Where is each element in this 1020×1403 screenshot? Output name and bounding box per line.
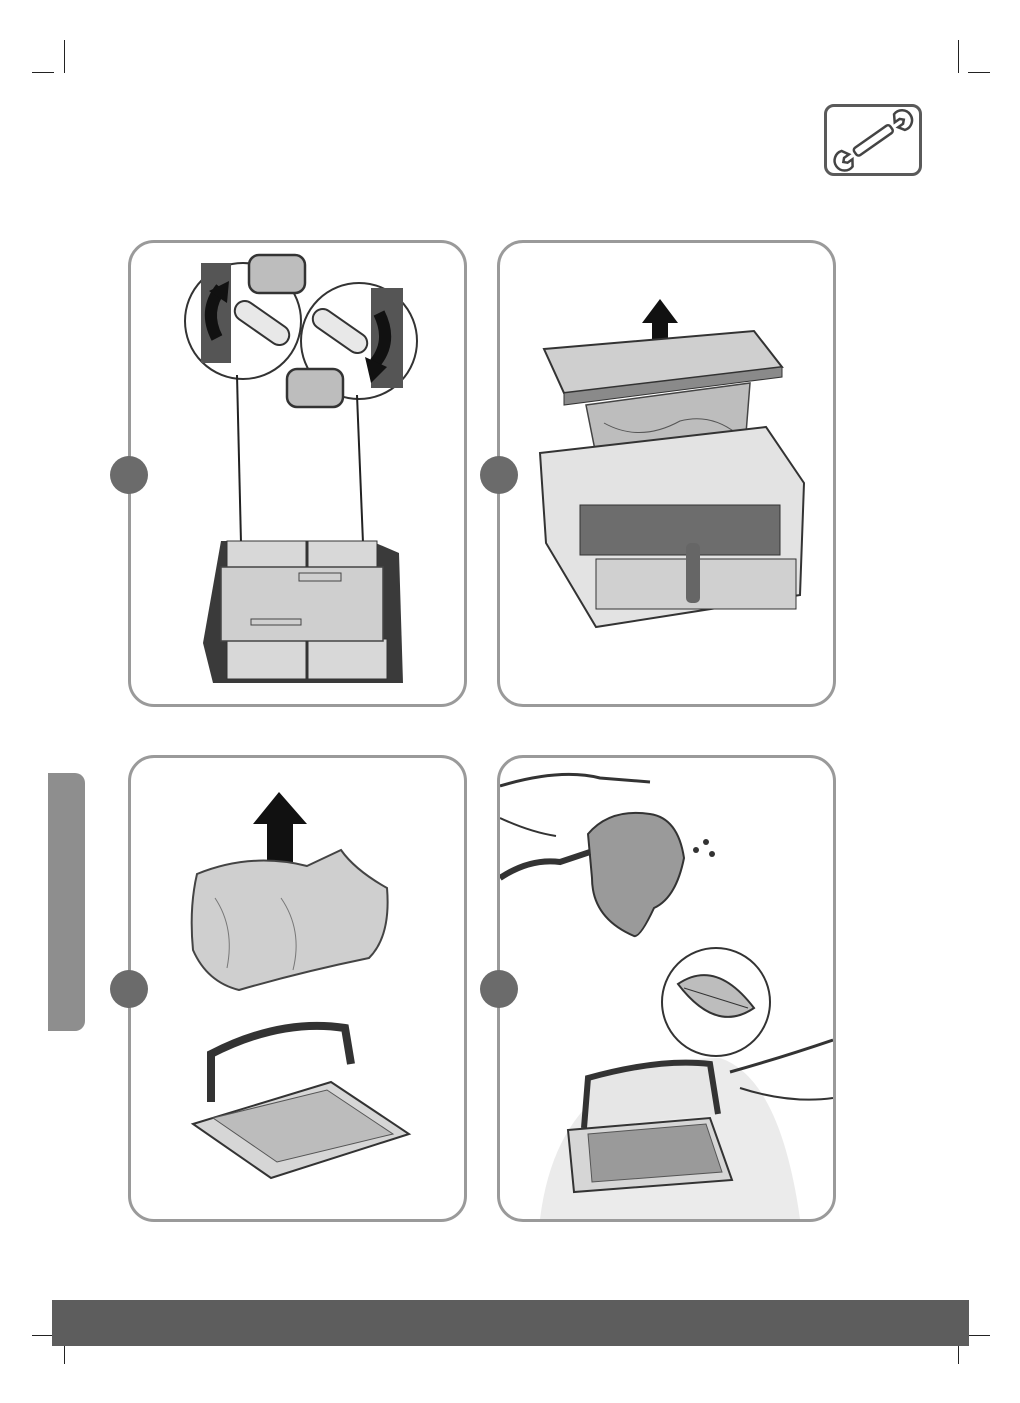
up-arrow-icon: [253, 792, 307, 866]
step-4-panel: [497, 755, 836, 1222]
step-3-marker: [110, 970, 148, 1008]
crop-mark: [32, 72, 54, 73]
crop-mark: [64, 40, 65, 73]
unlock-filter-cover-illustration: [131, 243, 464, 704]
crop-mark: [32, 1335, 54, 1336]
step-3-panel: [128, 755, 467, 1222]
crop-mark: [968, 1335, 990, 1336]
section-tab: [48, 773, 85, 1031]
maintenance-icon-box: [824, 104, 922, 176]
step-1-panel: [128, 240, 467, 707]
step-1-marker: [110, 456, 148, 494]
crop-mark: [958, 40, 959, 73]
crop-mark: [968, 72, 990, 73]
remove-filter-bag-illustration: [131, 758, 464, 1219]
lift-filter-basket-illustration: [500, 243, 833, 704]
wrench-icon: [827, 107, 919, 173]
footer-bar: [52, 1300, 969, 1346]
step-4-marker: [480, 970, 518, 1008]
step-2-panel: [497, 240, 836, 707]
step-2-marker: [480, 456, 518, 494]
rinse-filter-illustration: [500, 758, 833, 1219]
